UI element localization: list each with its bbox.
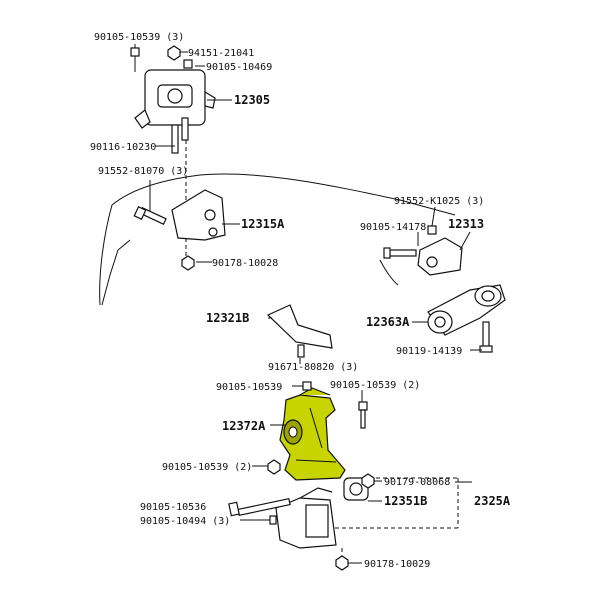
lower-bolt — [269, 515, 277, 525]
right-bolt — [427, 225, 437, 235]
stud-bolt — [171, 117, 189, 154]
label-left-nut: 90178-10028 — [212, 258, 278, 269]
label-side-bolt: 90105-10539 (2) — [162, 462, 252, 473]
right-bracket-12313 — [417, 237, 463, 276]
label-long-bolt: 90105-10536 — [140, 502, 206, 513]
side-bolt — [267, 459, 281, 475]
label-plate-bolt: 91671-80820 (3) — [268, 362, 358, 373]
upper-mount-12305 — [134, 69, 216, 129]
label-bottom-nut: 90178-10029 — [364, 559, 430, 570]
left-bracket-12315A — [171, 189, 226, 241]
label-torque-bolt: 90119-14139 — [396, 346, 462, 357]
top-bolt — [130, 47, 140, 72]
leader-lines — [134, 44, 482, 564]
mid-bolt — [302, 381, 312, 391]
long-bolt — [228, 497, 291, 517]
bottom-nut — [335, 555, 349, 571]
lower-nut — [361, 473, 375, 489]
label-cut: 2325A — [474, 494, 511, 508]
label-lower-bolt: 90105-10494 (3) — [140, 516, 230, 527]
label-right-bracket: 12313 — [448, 217, 484, 231]
bracket-bolt — [133, 205, 167, 226]
highlight-bracket-12372A — [279, 387, 346, 481]
label-left-bracket: 12315A — [241, 217, 285, 231]
label-lower-mount: 12351B — [384, 494, 427, 508]
plate-12321B — [266, 304, 333, 349]
label-top-nut: 94151-21041 — [188, 48, 254, 59]
label-right-bolt: 91552-K1025 (3) — [394, 196, 484, 207]
label-top-bolt: 90105-10539 (3) — [94, 32, 184, 43]
torque-rod-12363A — [427, 284, 506, 336]
engine-outline — [99, 173, 456, 306]
lower-crossmember — [275, 487, 337, 549]
plate-bolt — [297, 344, 305, 358]
torque-bolt — [479, 321, 493, 353]
top-nut — [167, 45, 181, 61]
engine-outline-lower — [101, 239, 131, 306]
label-mid-bolt2: 90105-10539 (2) — [330, 380, 420, 391]
label-upper-mount: 12305 — [234, 93, 270, 107]
label-torque-rod: 12363A — [366, 315, 410, 329]
mid-bolt2 — [358, 401, 368, 429]
label-mid-bolt: 90105-10539 — [216, 382, 282, 393]
engine-outline-right — [379, 259, 399, 286]
label-highlight-bracket: 12372A — [222, 419, 266, 433]
label-top-bolt2: 90105-10469 — [206, 62, 272, 73]
label-right-bolt2: 90105-14178 — [360, 222, 426, 233]
left-nut — [181, 255, 195, 271]
top-bolt2 — [183, 59, 193, 69]
label-bracket-bolt: 91552-81070 (3) — [98, 166, 188, 177]
right-bolt2 — [383, 247, 417, 259]
label-stud-bolt: 90116-10230 — [90, 142, 156, 153]
label-lower-nut: 90179-08068 — [384, 477, 450, 488]
label-plate: 12321B — [206, 311, 249, 325]
